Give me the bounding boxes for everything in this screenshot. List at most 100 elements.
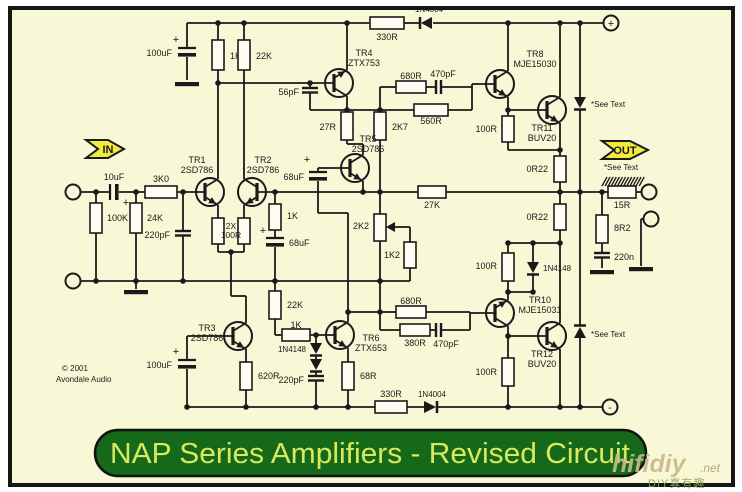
junction-dot (505, 240, 511, 246)
inductor-hatch (613, 176, 620, 187)
component-label: 620R (258, 371, 280, 381)
title-banner: NAP Series Amplifiers - Revised Circuit (93, 428, 648, 478)
junction-dot (344, 20, 350, 26)
component-label: 470pF (433, 339, 459, 349)
junction-dot (377, 107, 383, 113)
ground-symbol (175, 82, 199, 87)
pot-wiper-arrow (386, 222, 395, 232)
resistor-380R (399, 323, 431, 337)
junction-dot (345, 404, 351, 410)
ground-symbol (629, 267, 653, 272)
resistor-2K2 (373, 213, 387, 242)
transistor-part: 2SD786 (191, 333, 224, 343)
out-arrow (599, 140, 651, 160)
diode (574, 97, 586, 108)
component-label: 100uF (146, 48, 172, 58)
resistor-100R (211, 217, 225, 245)
component-label: 380R (404, 338, 426, 348)
resistor-1K (268, 203, 282, 231)
junction-dot (180, 278, 186, 284)
inductor-hatch (623, 176, 630, 187)
diode (421, 17, 432, 29)
terminal (602, 14, 620, 32)
transistor-lead (232, 322, 247, 332)
copyright-year: © 2001 (62, 364, 88, 373)
component-label: 100R (475, 367, 497, 377)
component-label: 10uF (104, 172, 125, 182)
resistor-1K (211, 39, 225, 71)
polarity-plus: + (173, 34, 179, 46)
banner-title: NAP Series Amplifiers - Revised Circuit (110, 438, 630, 470)
inductor-hatch (607, 176, 614, 187)
resistor-68R (341, 361, 355, 391)
component-label: 0R22 (526, 164, 548, 174)
junction-dot (505, 289, 511, 295)
transistor-name: TR10 (529, 295, 551, 305)
junction-dot (133, 278, 139, 284)
transistor-part: 2SD786 (181, 165, 214, 175)
transistor-lead (494, 317, 509, 327)
terminal (640, 183, 658, 201)
junction-dot (557, 404, 563, 410)
annotation: 100R (221, 230, 241, 240)
junction-dot (530, 289, 536, 295)
out-arrow-label: OUT (613, 145, 637, 157)
junction-dot (215, 80, 221, 86)
resistor-15R (607, 185, 637, 199)
transistor-name: TR8 (526, 49, 543, 59)
transistor-part: ZTX753 (348, 58, 380, 68)
resistor-22K (268, 290, 282, 320)
terminal (601, 398, 619, 416)
transistor-TR5 (333, 144, 370, 192)
terminal-sign: + (608, 18, 614, 30)
inductor-hatch (626, 176, 633, 187)
junction-dot (345, 309, 351, 315)
transistor-part: MJE15031 (518, 305, 561, 315)
junction-dot (530, 240, 536, 246)
inductor-hatch (620, 176, 627, 187)
in-arrow-label: IN (103, 144, 114, 156)
inductor-hatch (604, 176, 611, 187)
capacitor-plate (178, 365, 196, 369)
transistor-name: TR11 (531, 123, 552, 133)
resistor-100R (237, 217, 251, 245)
transistor-lead (494, 70, 509, 80)
emitter-arrow (353, 173, 362, 180)
component-label: *See Text (591, 100, 626, 109)
diode (574, 327, 586, 338)
component-label: 100uF (146, 360, 172, 370)
terminal (642, 210, 660, 228)
inductor-hatch (601, 176, 608, 187)
watermark: hifidiy .net DIY真有趣 (612, 450, 721, 490)
diode (424, 401, 436, 413)
junction-dot (377, 309, 383, 315)
transistor-part: 2SD786 (352, 144, 385, 154)
component-label: 1K (230, 51, 241, 61)
banner-background (93, 428, 648, 478)
junction-dot (133, 189, 139, 195)
resistor-8R2 (595, 214, 609, 244)
transistor-lead (333, 87, 348, 97)
junction-dot (599, 189, 605, 195)
inductor-hatch (635, 176, 642, 187)
resistor-1K (281, 328, 311, 342)
resistor-27R (340, 111, 354, 141)
junction-dot (241, 20, 247, 26)
transistor-name: TR4 (355, 48, 372, 58)
emitter-arrow (245, 197, 254, 204)
component-label: 330R (376, 32, 398, 42)
transistor-lead (349, 154, 364, 164)
component-label: 100R (475, 124, 497, 134)
transistor-name: TR3 (198, 323, 215, 333)
junction-dot (577, 20, 583, 26)
junction-dot (93, 189, 99, 195)
junction-dot (505, 107, 511, 113)
diagram-border (8, 6, 735, 487)
resistor-330R (374, 400, 408, 414)
component-label: 100K (107, 213, 128, 223)
component-label: 1K (290, 320, 301, 330)
junction-dot (93, 278, 99, 284)
inductor-hatch (629, 176, 636, 187)
